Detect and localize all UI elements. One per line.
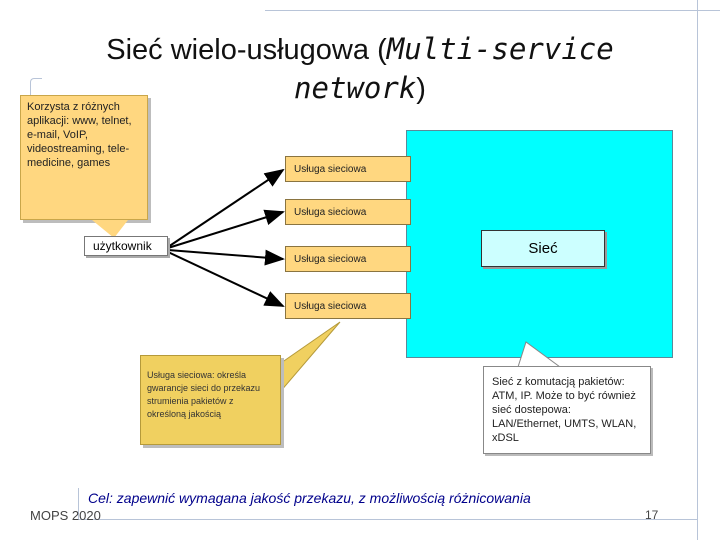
arrow-to-service-4 [167, 251, 285, 307]
arrow-to-service-1 [167, 168, 285, 248]
arrow-to-service-2 [167, 209, 285, 249]
user-box: użytkownik [84, 236, 168, 256]
footer-course: MOPS 2020 [30, 508, 101, 523]
network-callout-tail [517, 341, 562, 368]
users-callout: Korzysta z różnych aplikacji: www, telne… [20, 95, 148, 220]
service-box-2: Usługa sieciowa [285, 199, 411, 225]
title-italic: Multi-service network [294, 32, 614, 105]
title-main: Sieć wielo-usługowa ( [106, 34, 387, 66]
frame-corner [30, 78, 42, 96]
service-box-1: Usługa sieciowa [285, 156, 411, 182]
service-box-3: Usługa sieciowa [285, 246, 411, 272]
goal-text: Cel: zapewnić wymagana jakość przekazu, … [88, 490, 531, 506]
network-label: Sieć [481, 230, 605, 267]
slide-title: Sieć wielo-usługowa (Multi-service netwo… [95, 30, 625, 108]
users-callout-tail [92, 220, 128, 238]
network-callout: Sieć z komutacją pakietów: ATM, IP. Może… [483, 366, 651, 454]
service-box-4: Usługa sieciowa [285, 293, 411, 319]
service-callout: Usługa sieciowa: określa gwarancje sieci… [140, 355, 281, 445]
page-number: 17 [645, 508, 659, 522]
frame-line-left [78, 488, 79, 520]
title-close: ) [416, 73, 426, 105]
arrow-to-service-3 [167, 249, 285, 266]
frame-line-top [265, 10, 720, 11]
frame-line-right [697, 0, 698, 540]
frame-line-bottom [78, 519, 698, 520]
